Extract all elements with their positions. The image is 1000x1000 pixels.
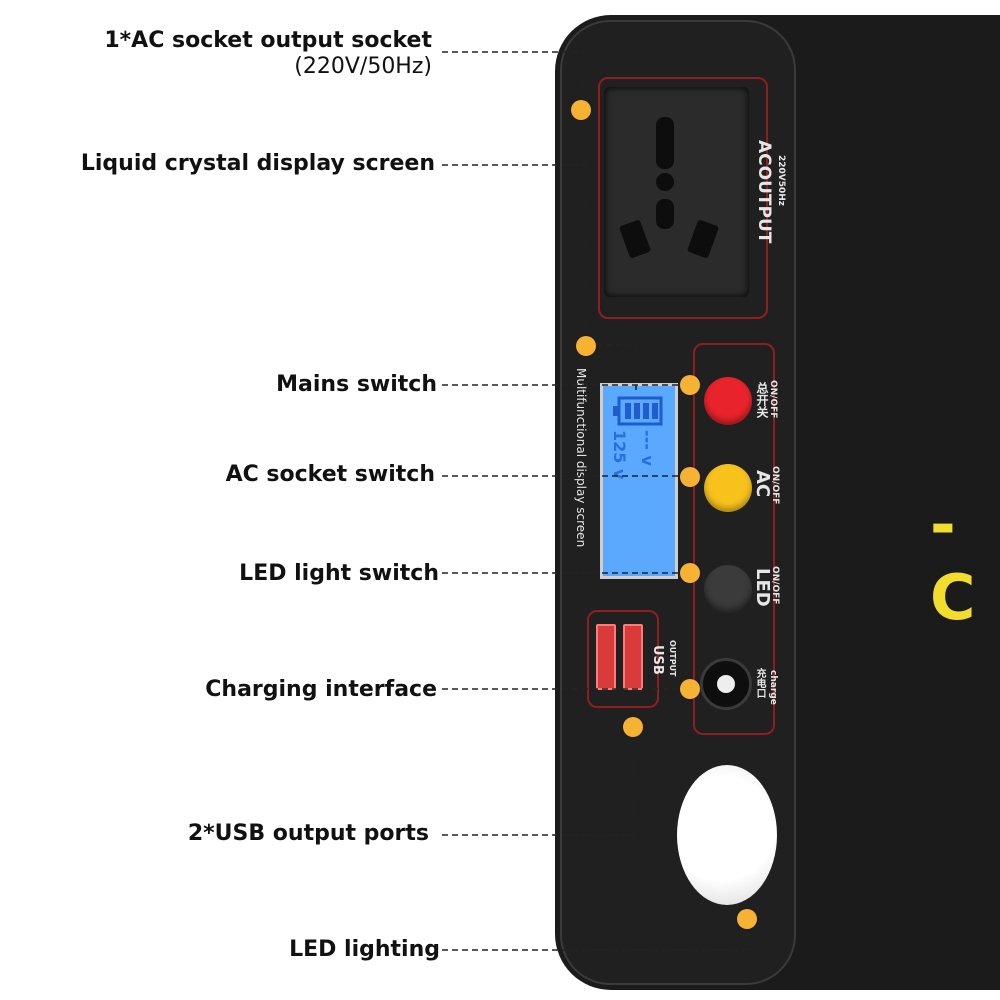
label-led-light: LED lighting <box>289 937 440 962</box>
charging-port[interactable] <box>700 658 752 710</box>
ac-socket[interactable] <box>604 87 749 297</box>
label-usb: 2*USB output ports <box>187 821 429 846</box>
charge-sublabel: charge <box>768 670 778 705</box>
label-ac-switch: AC socket switch <box>225 462 435 487</box>
marker-led-light <box>737 909 757 929</box>
label-led-switch: LED light switch <box>239 561 439 586</box>
charge-label: 充电口 <box>754 668 765 698</box>
marker-ac-switch <box>680 467 700 487</box>
label-ac-socket: 1*AC socket output socket (220V/50Hz) <box>60 28 432 80</box>
leader-ac-socket <box>442 51 584 110</box>
mains-switch-label: 总开关 <box>755 382 769 418</box>
label-ac-socket-line1: 1*AC socket output socket <box>104 28 432 53</box>
led-switch-sublabel: ON/OFF <box>770 566 780 605</box>
usb-sublabel: OUTPUT <box>668 640 677 677</box>
ac-socket-switch-button[interactable] <box>704 464 752 512</box>
ac-switch-sublabel: ON/OFF <box>770 466 780 505</box>
marker-usb <box>623 717 643 737</box>
label-mains: Mains switch <box>276 372 437 397</box>
buttons-frame <box>693 343 775 735</box>
leader-usb <box>442 727 634 836</box>
led-light <box>677 765 777 905</box>
socket-label: ACOUTPUT <box>754 140 774 244</box>
marker-led-switch <box>680 563 700 583</box>
socket-holes-icon <box>619 117 719 258</box>
label-ac-socket-line2: (220V/50Hz) <box>294 54 432 79</box>
marker-lcd <box>576 336 596 356</box>
led-switch-label: LED <box>752 568 773 607</box>
leader-lcd <box>442 164 587 345</box>
lcd-caption: Multifunctional display screen <box>574 368 588 548</box>
marker-charging <box>680 679 700 699</box>
side-lettering: -C <box>930 488 976 634</box>
mains-switch-sublabel: ON/OFF <box>768 380 778 419</box>
marker-mains <box>680 375 700 395</box>
usb-label: USB <box>650 645 665 675</box>
lcd-content <box>613 396 663 426</box>
lcd-screen <box>600 383 678 579</box>
lcd-reading-1: 125 v <box>610 430 629 480</box>
leader-lcd-2 <box>586 344 637 390</box>
label-lcd: Liquid crystal display screen <box>80 151 435 176</box>
lcd-reading-2: --- v <box>638 430 657 466</box>
led-switch-button[interactable] <box>704 565 752 613</box>
ac-socket-frame <box>598 77 768 319</box>
socket-sublabel: 220V50Hz <box>776 155 786 207</box>
leader-led-light <box>442 920 748 951</box>
marker-ac-socket <box>571 100 591 120</box>
mains-switch-button[interactable] <box>704 377 752 425</box>
ac-switch-label: AC <box>752 470 773 498</box>
label-charging: Charging interface <box>205 677 437 702</box>
usb-frame <box>587 610 659 708</box>
